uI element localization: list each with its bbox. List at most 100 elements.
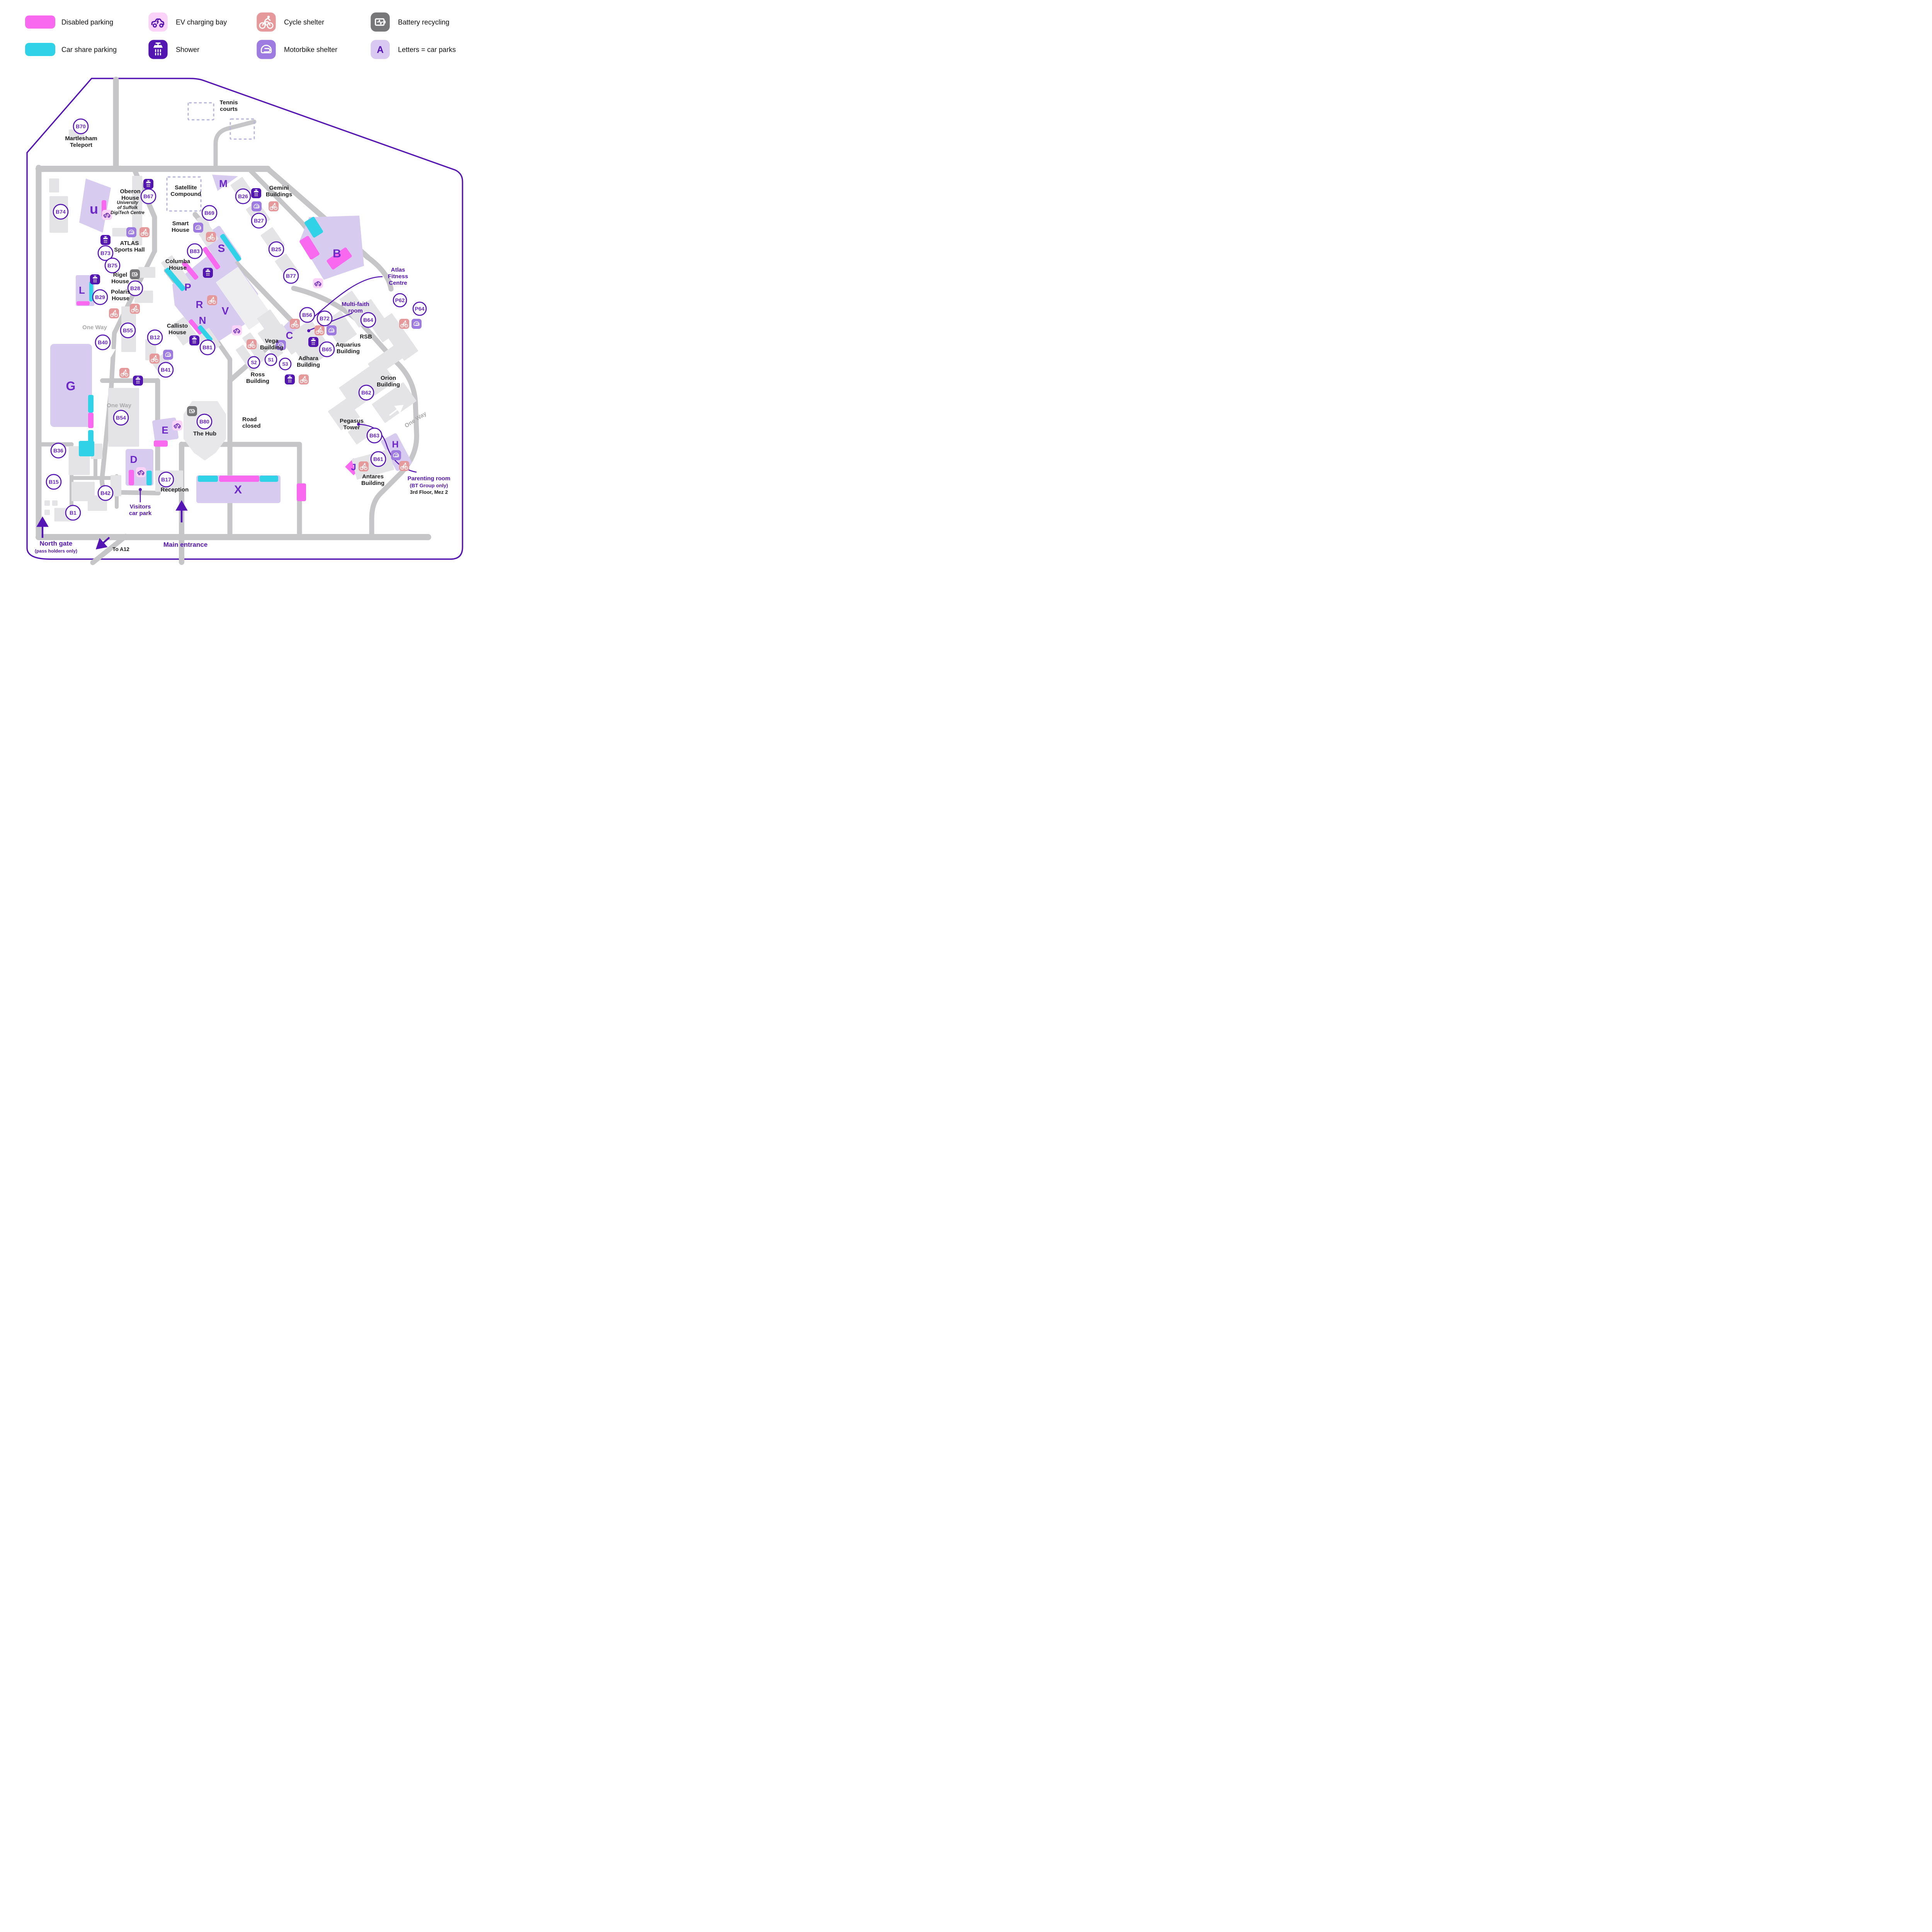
badge-b36: B36 <box>50 442 66 459</box>
battery-terminal <box>194 410 195 412</box>
shower-stem <box>94 276 97 277</box>
helmet-bg <box>327 325 337 335</box>
shower-stem <box>193 337 196 338</box>
badge-label: B63 <box>369 432 379 439</box>
label-pass-holders-only-line: (pass holders only) <box>35 548 77 554</box>
shower-icon <box>90 274 100 284</box>
ev-wheel <box>174 426 177 429</box>
shower-stem <box>206 269 209 271</box>
cycle-rider-head <box>125 369 126 371</box>
building <box>111 475 121 497</box>
cycle-rider-head <box>405 463 406 464</box>
car-share-strip <box>146 471 152 485</box>
cycle-wheel <box>212 300 216 304</box>
disabled-parking-strip <box>299 236 320 260</box>
helmet-shell <box>165 352 171 357</box>
disabled-parking-strip <box>182 261 199 280</box>
dashed-areas-layer <box>166 102 255 212</box>
label-reception: Reception <box>161 486 189 493</box>
cycle-rider <box>362 464 366 467</box>
badge-circle <box>187 243 203 259</box>
badge-b54: B54 <box>113 410 129 426</box>
battery-recycling-icon <box>130 269 140 279</box>
badge-s1: S1 <box>264 353 277 366</box>
cycle-wheel <box>274 206 277 210</box>
label-to-a12-line: To A12 <box>112 546 129 552</box>
car-park-e-letter: E <box>162 424 168 436</box>
badge-label: B56 <box>302 312 312 318</box>
cycle-frame <box>293 323 298 326</box>
car-park-x <box>196 475 281 503</box>
legend-item-cycle-shelter: Cycle shelter <box>257 12 324 32</box>
badge-label: B80 <box>199 418 209 425</box>
cycle-shelter-icon <box>290 319 300 329</box>
badge-label: B28 <box>130 285 140 291</box>
helmet-shell <box>260 44 272 53</box>
label-north-gate: North gate <box>40 540 73 547</box>
shower-stem <box>288 376 291 378</box>
ev-wheel <box>237 331 240 333</box>
badge-label: B36 <box>53 447 63 454</box>
shower-head <box>287 377 293 379</box>
shower-stem <box>312 338 315 340</box>
cycle-rider <box>123 371 127 373</box>
label-ross-building-line: Building <box>246 378 269 384</box>
cycle-rider-head <box>267 15 270 19</box>
cycle-wheel <box>400 324 404 328</box>
cycle-shelter-icon <box>359 461 369 471</box>
label-atlas-fitness-centre-line: Centre <box>389 280 407 286</box>
car-park-letter-r: R <box>196 299 203 310</box>
label-adhara-building-line: Building <box>297 362 320 368</box>
label-columba-house-line: Columba <box>165 258 190 265</box>
shower-stem <box>104 236 107 238</box>
badge-circle <box>120 322 136 338</box>
shower-icon <box>100 235 111 245</box>
cycle-frame <box>142 231 147 235</box>
helmet-bg <box>163 350 173 360</box>
motorbike-shelter-icon <box>252 201 262 211</box>
badge-b29: B29 <box>92 289 108 305</box>
legend-shower-icon <box>148 40 168 59</box>
helmet-shell <box>195 225 201 230</box>
cycle-rider <box>211 298 214 301</box>
disabled-parking-strip <box>129 470 134 485</box>
car-share-strip <box>79 441 94 456</box>
label-gemini-buildings-line: Gemini <box>269 185 289 191</box>
label-satellite-compound-line: Satellite <box>175 184 197 191</box>
cycle-wheel <box>404 324 408 328</box>
badge-label: B41 <box>161 367 171 373</box>
cycle-rider-head <box>211 233 213 235</box>
legend-label: Cycle shelter <box>284 19 324 26</box>
shower-icon <box>285 374 295 384</box>
badge-label: P64 <box>415 306 425 312</box>
label-callisto-house-line: House <box>168 329 186 336</box>
cycle-frame <box>249 344 254 347</box>
cycle-shelter-icon <box>206 232 216 242</box>
car-park-u-letter: u <box>90 201 98 217</box>
cycle-frame <box>402 323 407 326</box>
helmet-bg <box>252 201 262 211</box>
label-main-entrance: Main entrance <box>163 541 207 548</box>
cycle-rider <box>143 230 147 233</box>
label-rsb-line: RSB <box>360 333 372 340</box>
label-tennis-courts-line: Tennis <box>219 99 238 106</box>
shower-stem <box>255 189 258 191</box>
cycle-wheel <box>141 232 145 236</box>
helmet-bg <box>412 319 422 329</box>
car-park-c-letter: C <box>286 330 293 341</box>
shower-icon <box>189 335 199 345</box>
label-rigel-house-line: House <box>111 278 129 285</box>
label-the-hub-line: The Hub <box>193 430 216 437</box>
motorbike-shelter-icon <box>327 325 337 335</box>
legend-item-motorbike-shelter: Motorbike shelter <box>257 40 337 59</box>
road <box>365 255 394 292</box>
cycle-frame <box>112 313 117 316</box>
badge-b17: B17 <box>158 471 174 488</box>
cycle-rider-head <box>304 376 306 378</box>
motorbike-shelter-icon <box>412 319 422 329</box>
label-digitech-centre-line: of Suffolk <box>117 206 138 210</box>
cycle-frame <box>402 465 407 468</box>
badge-b70: B70 <box>73 118 89 134</box>
